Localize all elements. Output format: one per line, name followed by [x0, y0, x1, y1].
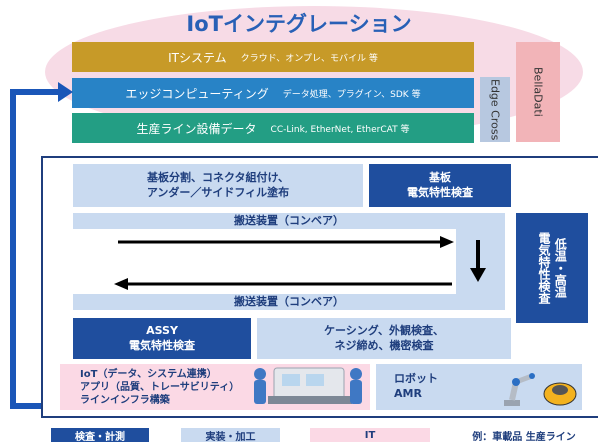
- legend-example: 例：車載品 生産ライン: [472, 431, 576, 443]
- edge-computing-layer: エッジコンピューティング データ処理、プラグイン、SDK 等: [72, 78, 474, 108]
- temp-test-line1: 電気特性検査: [537, 232, 551, 304]
- robot-line2: AMR: [394, 387, 422, 400]
- pcb-split-line1: 基板分割、コネクタ組付け、: [146, 170, 289, 184]
- pcb-electrical-test: 基板 電気特性検査: [369, 164, 511, 207]
- assy-line1: ASSY: [146, 323, 178, 337]
- iot-line3: ラインインフラ構築: [80, 395, 170, 406]
- it-system-layer: ITシステム クラウド、オンプレ、モバイル 等: [72, 42, 474, 72]
- assy-electrical-test: ASSY 電気特性検査: [73, 318, 251, 359]
- flow-down-arrowhead: [470, 268, 486, 282]
- assy-line2: 電気特性検査: [129, 338, 195, 352]
- flow-right-arrowhead: [440, 236, 454, 248]
- production-data-layer: 生産ライン設備データ CC-Link, EtherNet, EtherCAT 等: [72, 113, 474, 143]
- edge-cross-box: Edge Cross: [480, 77, 510, 142]
- conveyor-bottom-label: 搬送装置（コンベア）: [234, 294, 344, 308]
- conveyor-top-label: 搬送装置（コンベア）: [234, 213, 344, 227]
- production-data-label: 生産ライン設備データ: [136, 121, 257, 136]
- belladati-box: BellaDati: [516, 42, 560, 142]
- casing-line1: ケーシング、外観検査、: [323, 323, 444, 337]
- edge-computing-label: エッジコンピューティング: [125, 86, 269, 101]
- legend-mounting: 実装・加工: [181, 428, 280, 443]
- iot-line1: IoT（データ、システム連携）: [80, 369, 217, 380]
- edge-connector-arrowhead: [58, 82, 73, 102]
- iot-line2: アプリ（品質、トレーサビリティ）: [80, 382, 240, 393]
- production-data-sub: CC-Link, EtherNet, EtherCAT 等: [270, 124, 410, 135]
- pcb-split-process: 基板分割、コネクタ組付け、 アンダー／サイドフィル塗布: [73, 164, 363, 207]
- factory-machine-illustration: [254, 367, 362, 404]
- casing-line2: ネジ締め、機密検査: [334, 338, 434, 352]
- pcb-test-line1: 基板: [429, 170, 451, 184]
- pcb-split-line2: アンダー／サイドフィル塗布: [146, 185, 290, 199]
- page-title: IoTインテグレーション: [186, 12, 412, 36]
- temperature-electrical-test: 電気特性検査 低温・高温: [516, 213, 588, 323]
- conveyor-bottom: 搬送装置（コンベア）: [73, 294, 505, 310]
- it-system-label: ITシステム: [168, 50, 227, 65]
- temp-test-line2: 低温・高温: [553, 238, 568, 298]
- edge-computing-sub: データ処理、プラグイン、SDK 等: [282, 89, 421, 100]
- legend-it: IT: [310, 428, 430, 442]
- pcb-test-line2: 電気特性検査: [407, 185, 473, 199]
- robot-line1: ロボット: [394, 372, 438, 386]
- robot-amr-box: ロボット AMR: [376, 364, 582, 410]
- casing-inspection: ケーシング、外観検査、 ネジ締め、機密検査: [257, 318, 511, 359]
- flow-left-arrowhead: [114, 278, 128, 290]
- robot-arm-illustration: [504, 373, 577, 406]
- edge-connector-line: [10, 89, 60, 409]
- conveyor-turn: [456, 213, 505, 301]
- it-system-sub: クラウド、オンプレ、モバイル 等: [240, 53, 378, 64]
- conveyor-top: 搬送装置（コンベア）: [73, 213, 505, 229]
- legend-inspection: 検査・計測: [51, 428, 149, 443]
